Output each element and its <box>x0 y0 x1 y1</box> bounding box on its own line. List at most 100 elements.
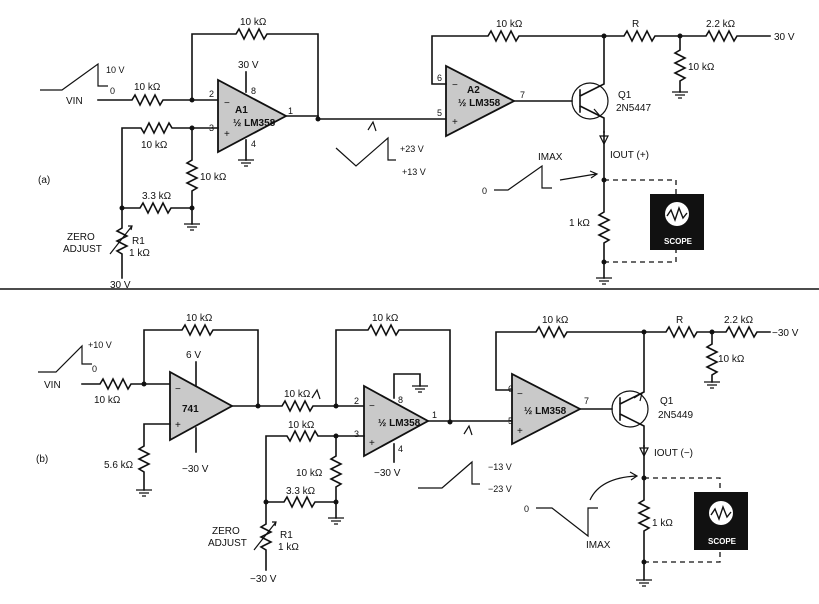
resistor-feedback-a1 <box>191 27 319 120</box>
pin-6-b: 6 <box>508 384 513 394</box>
resistor-vertical-b-label: 10 kΩ <box>296 468 323 479</box>
ground-symbol <box>672 91 688 99</box>
opamp-lm358-b1 <box>363 384 430 458</box>
resistor-load-b-label: 1 kΩ <box>652 518 673 529</box>
ground-symbol <box>704 381 720 389</box>
svg-text:−: − <box>175 384 181 395</box>
resistor-load-b <box>637 445 651 581</box>
resistor-feedback-b2-label: 10 kΩ <box>372 313 399 324</box>
resistor-56k-label: 5.6 kΩ <box>104 460 134 471</box>
resistor-input <box>97 93 219 107</box>
iout-label-b: IOUT (−) <box>654 448 693 459</box>
svg-text:−: − <box>452 80 458 91</box>
mid-ramp-waveform <box>335 136 396 167</box>
resistor-plus-a1 <box>121 121 193 209</box>
resistor-input-b-label: 10 kΩ <box>94 395 121 406</box>
supply-top-b: −30 V <box>772 328 799 339</box>
svg-text:+: + <box>369 438 375 449</box>
pot-value-b: 1 kΩ <box>278 542 299 553</box>
input-ramp-waveform-b <box>38 344 92 373</box>
ground-symbol <box>136 489 152 497</box>
resistor-load-label: 1 kΩ <box>569 218 590 229</box>
opamp-a2-part: ½ LM358 <box>458 98 501 109</box>
scope-label-b: SCOPE <box>708 537 737 546</box>
panel-b: (b) +10 V 0 VIN 10 kΩ 10 kΩ − + 741 6 V … <box>36 313 799 587</box>
svg-text:+: + <box>224 129 230 140</box>
pin-5-b: 5 <box>508 416 513 426</box>
ramp-bottom-label: 0 <box>110 86 115 96</box>
resistor-33-b <box>265 495 337 509</box>
ramp-bottom-label-b: 0 <box>92 364 97 374</box>
opamp-a1-supply: 30 V <box>238 60 259 71</box>
svg-text:−: − <box>369 401 375 412</box>
pin-4: 4 <box>251 139 256 149</box>
resistor-shunt-a <box>673 35 687 93</box>
resistor-feedback-a1-label: 10 kΩ <box>240 17 267 28</box>
pot-supply: 30 V <box>110 280 131 291</box>
pin-5: 5 <box>437 108 442 118</box>
resistor-input-b <box>81 377 171 391</box>
zero-adjust-b-2: ADJUST <box>208 538 247 549</box>
svg-text:−: − <box>517 389 523 400</box>
imax-label-b: IMAX <box>586 540 611 551</box>
svg-text:+: + <box>175 420 181 431</box>
resistor-shunt-b-label: 10 kΩ <box>718 354 745 365</box>
transistor-name: Q1 <box>618 90 632 101</box>
opamp-a2-name: A2 <box>467 85 480 96</box>
resistor-22k-label: 2.2 kΩ <box>706 19 736 30</box>
out-ramp-zero-b: 0 <box>524 504 529 514</box>
svg-text:+: + <box>452 117 458 128</box>
resistor-r-label: R <box>632 19 639 30</box>
zero-adjust-b: ZERO <box>212 526 240 537</box>
resistor-feedback-a2 <box>431 29 605 85</box>
resistor-feedback-741-label: 10 kΩ <box>186 313 213 324</box>
opamp-b1-supply-bottom: −30 V <box>374 468 401 479</box>
resistor-plus-a1-label: 10 kΩ <box>141 140 168 151</box>
pin-1: 1 <box>288 106 293 116</box>
iout-label: IOUT (+) <box>610 150 649 161</box>
transistor-q1-a <box>571 82 609 120</box>
potentiometer-r1-a <box>115 207 129 279</box>
pin-8-b: 8 <box>398 395 403 405</box>
output-ramp-waveform-b <box>536 507 598 538</box>
resistor-mid-b <box>231 399 365 413</box>
resistor-feedback-b2 <box>335 323 451 423</box>
svg-text:+: + <box>517 426 523 437</box>
ground-symbol <box>596 277 612 285</box>
mid-ramp-waveform-b <box>418 460 480 489</box>
pin-8: 8 <box>251 86 256 96</box>
opamp-741-supply-top: 6 V <box>186 350 201 361</box>
pin-3-b: 3 <box>354 429 359 439</box>
ramp-top-label: 10 V <box>106 65 125 75</box>
resistor-vertical-a1-label: 10 kΩ <box>200 172 227 183</box>
resistor-33-a <box>121 201 193 215</box>
opamp-a1-name: A1 <box>235 105 248 116</box>
pin-1-b: 1 <box>432 410 437 420</box>
opamp-741-part: 741 <box>182 404 199 415</box>
scope-label: SCOPE <box>664 237 693 246</box>
resistor-shunt-b <box>705 331 719 383</box>
mid-ramp-top-b: −13 V <box>488 462 512 472</box>
resistor-feedback-b3-label: 10 kΩ <box>542 315 569 326</box>
pot-value: 1 kΩ <box>129 248 150 259</box>
resistor-input-label: 10 kΩ <box>134 82 161 93</box>
pot-name-b: R1 <box>280 530 293 541</box>
resistor-r-b-label: R <box>676 315 683 326</box>
ground-symbol <box>238 159 254 167</box>
resistor-33-b-label: 3.3 kΩ <box>286 486 316 497</box>
supply-top: 30 V <box>774 32 795 43</box>
opamp-lm358-b2-part: ½ LM358 <box>524 406 567 417</box>
resistor-33-a-label: 3.3 kΩ <box>142 191 172 202</box>
resistor-mid-b-label: 10 kΩ <box>284 389 311 400</box>
transistor-part-b: 2N5449 <box>658 410 693 421</box>
out-ramp-zero: 0 <box>482 186 487 196</box>
zero-adjust-label-2: ADJUST <box>63 244 102 255</box>
resistor-56k <box>137 423 171 491</box>
resistor-plus-b-label: 10 kΩ <box>288 420 315 431</box>
pin-2: 2 <box>209 89 214 99</box>
ground-symbol <box>412 385 428 393</box>
opamp-a1 <box>217 78 288 154</box>
transistor-part: 2N5447 <box>616 103 651 114</box>
ramp-top-label-b: +10 V <box>88 340 112 350</box>
